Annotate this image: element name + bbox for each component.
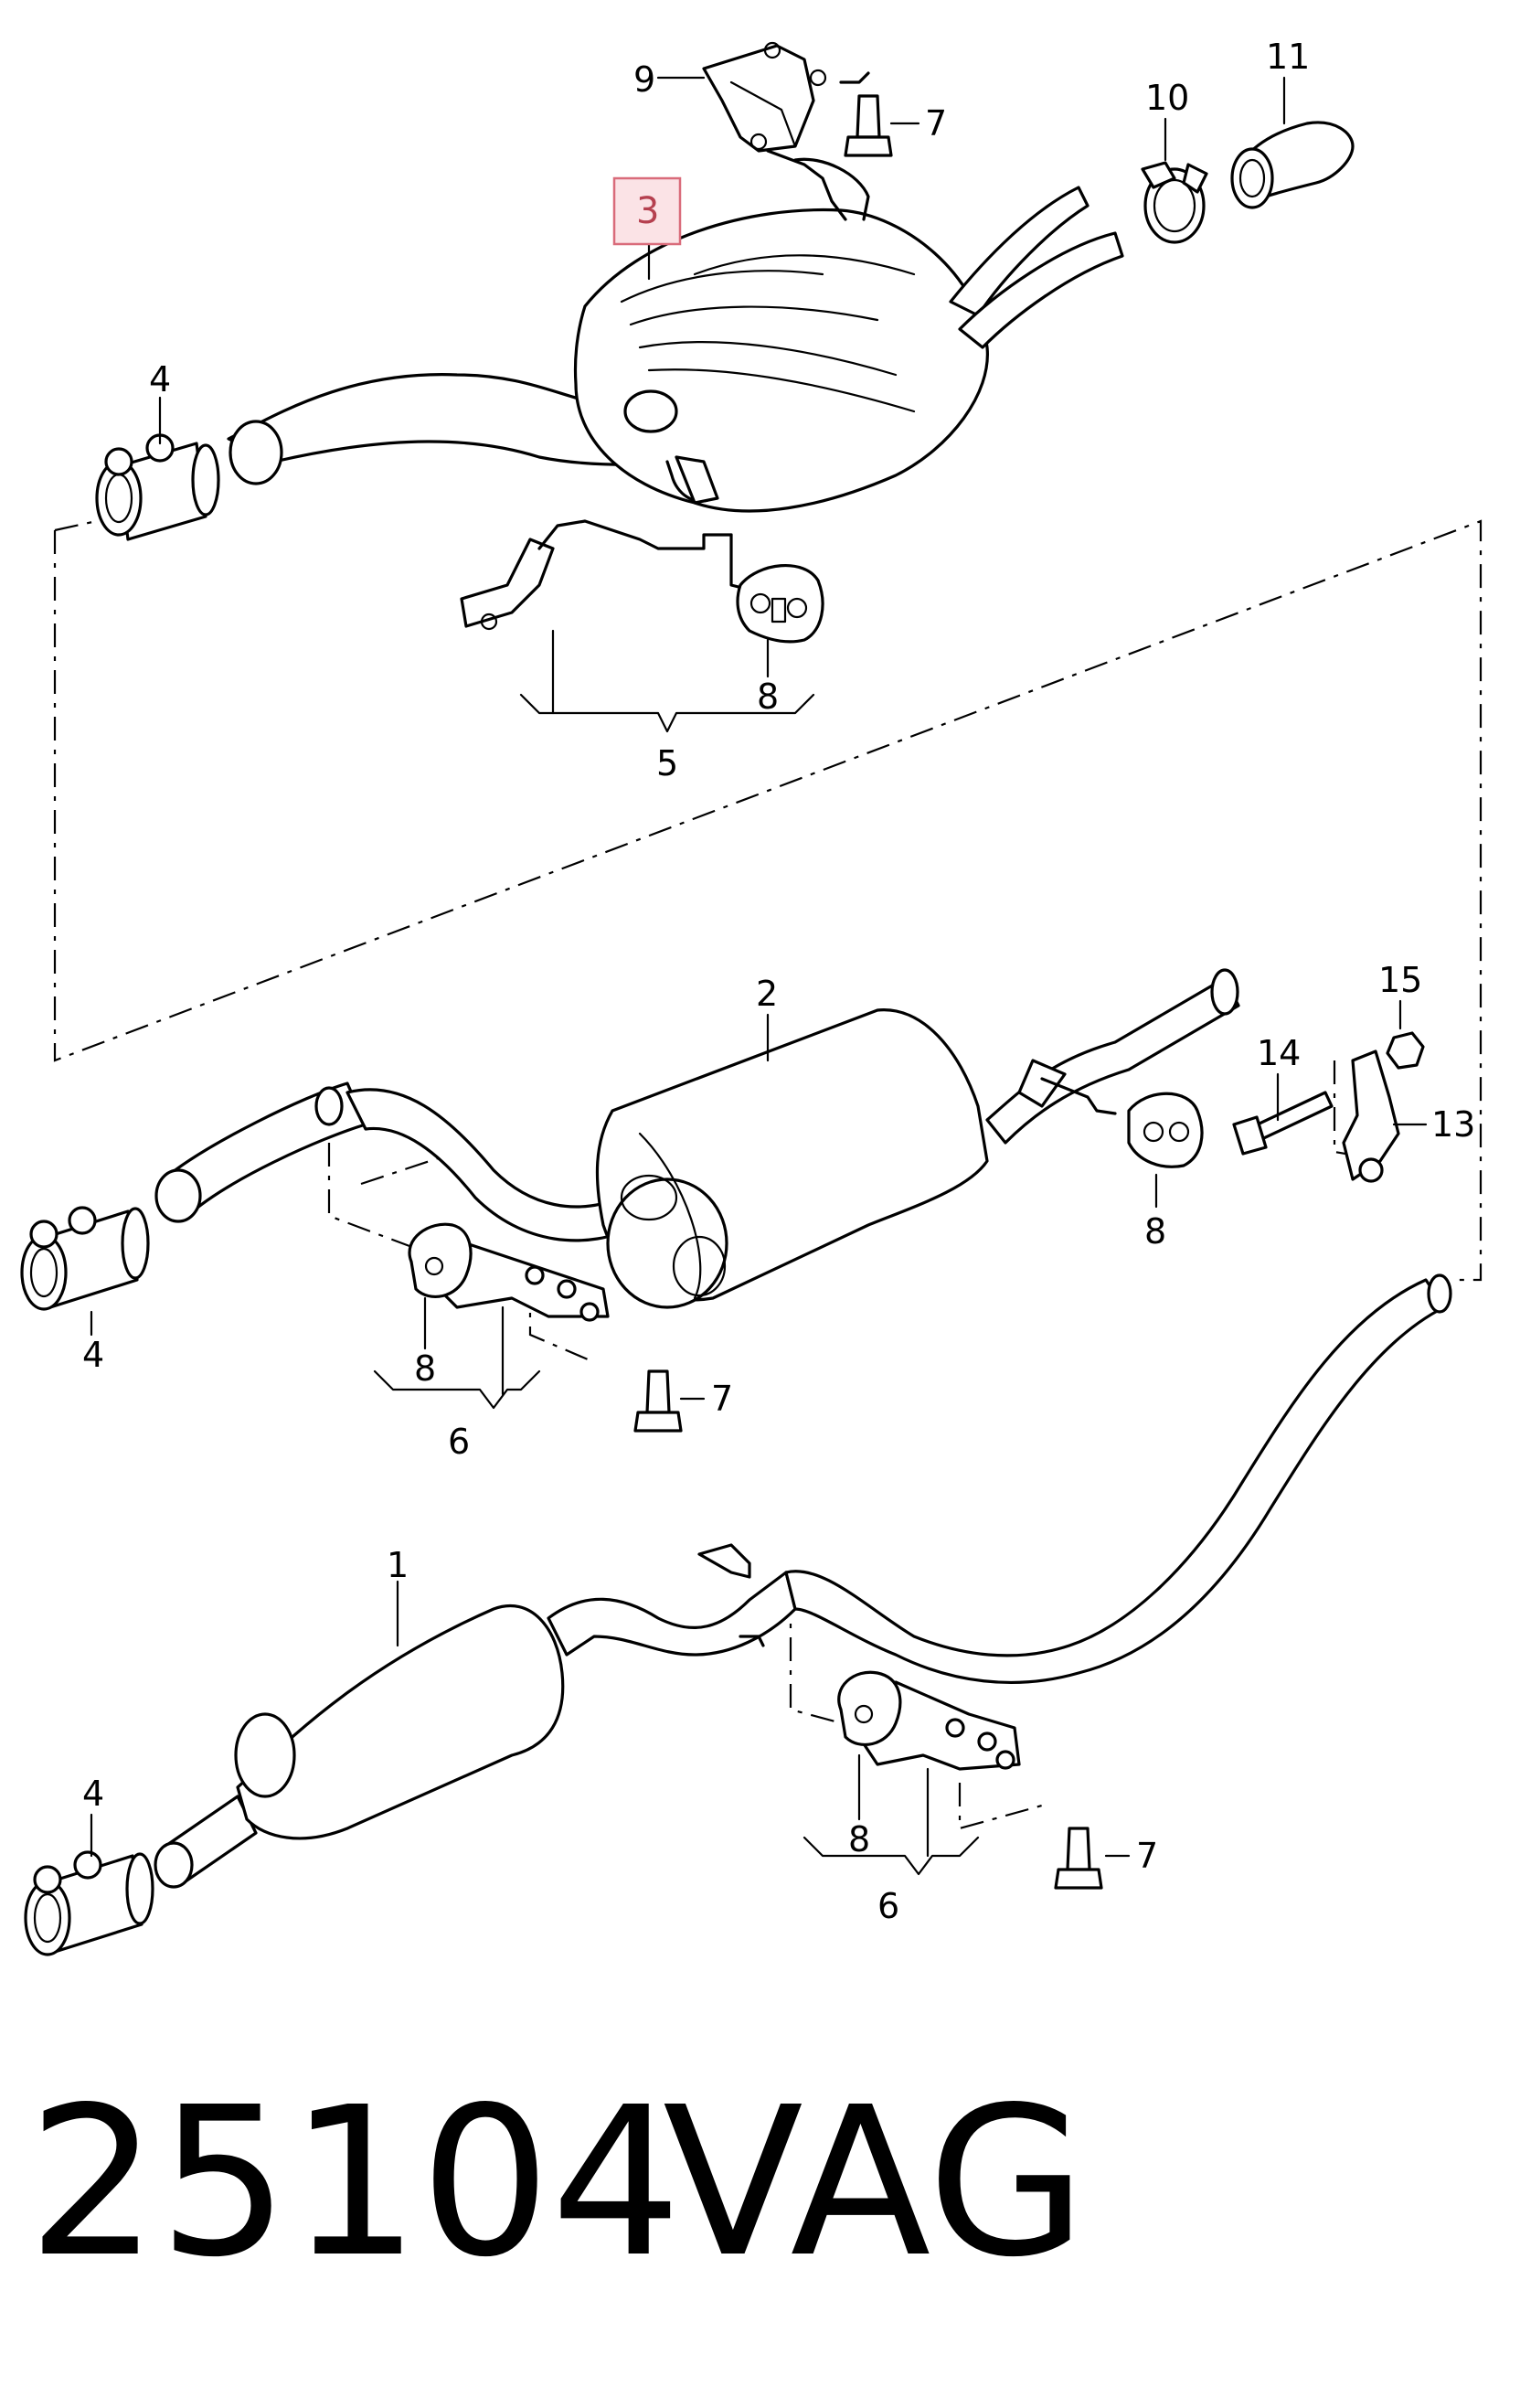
hanger-bracket [408,1222,610,1322]
label-9: 9 [633,59,655,100]
bolt-icon [633,1369,683,1433]
bolt-icon [1054,1827,1103,1890]
hanger-bracket [460,519,751,631]
front-pipe-resonator [154,1273,1452,1889]
label-8-bottom: 8 [848,1819,870,1859]
rubber-mount-icon [1127,1092,1204,1168]
part-labels: 9 7 10 11 3 4 8 5 2 15 14 13 8 4 8 7 6 1… [82,37,1475,1926]
label-10: 10 [1145,78,1189,118]
label-3: 3 [636,190,659,232]
label-7-center: 7 [711,1379,733,1419]
mount-bracket [1342,1050,1400,1183]
label-8-center-right: 8 [1144,1211,1166,1252]
label-7-bottom: 7 [1136,1836,1158,1876]
hanger-bracket [837,1670,1021,1771]
highlight-box [612,176,682,246]
label-6-center: 6 [448,1422,470,1462]
pipe-clamp-icon [20,1206,150,1311]
label-4-center: 4 [82,1335,104,1375]
label-1: 1 [387,1545,409,1585]
label-13: 13 [1431,1104,1475,1145]
rubber-mount-icon [736,563,824,644]
label-6-bottom: 6 [877,1886,899,1926]
label-15: 15 [1378,960,1422,1000]
label-4-top: 4 [149,359,171,400]
pipe-clamp-icon [95,433,220,541]
label-2: 2 [756,974,778,1014]
tail-pipe [1230,121,1355,209]
part-9-bracket [702,41,870,221]
label-11: 11 [1266,37,1310,77]
label-7-top: 7 [925,103,947,144]
pipe-clamp-icon [24,1850,154,1956]
center-muffler [154,968,1240,1309]
rear-muffler [227,157,1124,513]
label-8-top: 8 [757,677,779,717]
label-5: 5 [656,743,678,783]
label-4-bottom: 4 [82,1774,104,1814]
bolt-icon [1232,1091,1334,1156]
clamp-icon [1141,161,1208,244]
label-14: 14 [1257,1033,1301,1073]
brand-name: VAG [663,2063,1087,2303]
label-8-center: 8 [414,1348,436,1389]
nut-icon [1386,1031,1425,1070]
bolt-icon [844,94,893,157]
part-number: 25104 [27,2063,682,2303]
